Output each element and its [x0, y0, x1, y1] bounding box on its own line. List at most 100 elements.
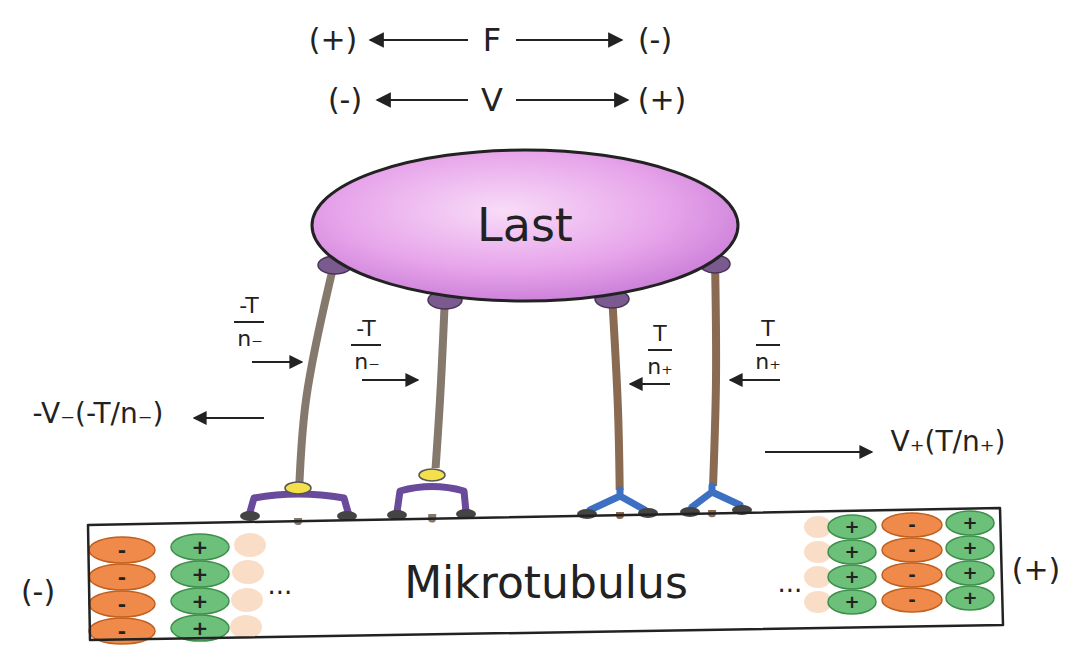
dynein-foot: [397, 487, 466, 513]
tubulin-fade: [230, 533, 266, 639]
node-text-group: Mikrotubulus: [404, 543, 688, 607]
dynein-foot: [250, 494, 348, 512]
force-numerator: T: [653, 323, 666, 345]
force-arrow: [730, 379, 780, 381]
dynein-ring: [419, 469, 445, 481]
direction-sign: (+): [638, 85, 687, 115]
continuation-dots: ...: [778, 570, 803, 596]
microtubule-outline: [88, 508, 1003, 640]
tubulin-plus: [171, 588, 229, 614]
tubulin-sign: +: [844, 568, 859, 586]
tubulin-minus: [89, 591, 155, 617]
tubulin-minus: [882, 538, 942, 562]
fraction-bar: [351, 344, 381, 346]
tubulin-minus: [89, 537, 155, 563]
tubulin-minus: [89, 537, 155, 644]
tubulin-sign: +: [962, 564, 977, 582]
force-arrow: [362, 379, 418, 381]
fraction-bar: [234, 322, 780, 350]
end-sign: (+): [1012, 555, 1061, 585]
fraction-bar: [234, 321, 264, 323]
tubulin-fade: [230, 615, 262, 639]
tubulin-fade: [234, 533, 266, 557]
force-arrow: [194, 362, 872, 452]
velocity-arrow: [765, 451, 872, 453]
microtubule-band: Mikrotubulus: [88, 508, 1004, 642]
velocity-formula: V₊(T/n₊): [891, 428, 1006, 456]
dynein-ring: [285, 482, 311, 494]
foot-cover: [392, 468, 472, 514]
tubulin-minus: [89, 564, 155, 590]
velocity-arrow: [194, 417, 264, 419]
tubulin-sign: -: [908, 541, 915, 559]
tubulin-sign: +: [962, 589, 977, 607]
motor-head: [240, 511, 260, 521]
kinesin-foot: [590, 486, 740, 510]
fraction-bar: [648, 349, 672, 351]
tubulin-sign: +: [192, 564, 209, 584]
tubulin-plus: [946, 536, 994, 560]
direction-arrow: [377, 99, 468, 101]
motor-head: [638, 508, 658, 518]
motor-stalk: [712, 260, 716, 514]
direction-sign: (+): [309, 25, 358, 55]
tubulin-sign: +: [844, 543, 859, 561]
tubulin-plus: [171, 561, 229, 587]
tubulin-fade: [231, 588, 263, 612]
force-denominator: n₋: [237, 328, 263, 350]
tubulin-sign: +: [962, 514, 977, 532]
tubulin-plus: [946, 586, 994, 610]
tubulin-sign: -: [118, 594, 126, 614]
tubulin-sign: -: [118, 567, 126, 587]
dynein-foot: [250, 487, 466, 513]
tubulin-sign: +: [844, 518, 859, 536]
tubulin-minus: [882, 513, 942, 537]
cargo-ellipse: Last: [310, 148, 740, 303]
force-arrow: [630, 383, 670, 385]
direction-arrow: [370, 39, 468, 41]
continuation-dots: ...: [268, 572, 293, 598]
force-denominator: n₊: [647, 356, 673, 378]
force-arrow: [252, 361, 302, 363]
kinesin-foot: [590, 490, 645, 510]
tubulin-sign: +: [962, 539, 977, 557]
tubulin-sign: -: [118, 540, 126, 560]
foot-cover: [585, 490, 650, 512]
tubulin-sign: -: [908, 591, 915, 609]
tubulin-fade: [232, 560, 264, 584]
kinesin-foot: [692, 486, 740, 507]
motor-stalk: [612, 294, 620, 515]
tubulin-sign: +: [192, 537, 209, 557]
tubulin-plus: [828, 515, 876, 539]
direction-arrow: [516, 39, 622, 41]
velocity-formula: -V₋(-T/n₋): [33, 400, 164, 428]
dynein-ring: [285, 469, 445, 494]
tubulin-plus: [828, 540, 876, 564]
tubulin-minus: [882, 513, 942, 612]
force-numerator: -T: [356, 318, 375, 340]
velocity-symbol: V: [481, 84, 503, 116]
node-label: Last: [477, 200, 573, 251]
tubulin-plus: [946, 561, 994, 585]
tubulin-plus: [171, 534, 229, 641]
tubulin-sign: -: [118, 621, 126, 641]
tubulin-sign: +: [192, 591, 209, 611]
tubulin-sign: +: [844, 593, 859, 611]
direction-arrow: [516, 99, 628, 101]
tubulin-sign: +: [192, 618, 209, 638]
force-symbol: F: [483, 24, 501, 56]
force-numerator: T: [761, 318, 774, 340]
tubulin-minus: [882, 563, 942, 587]
end-sign: (-): [21, 577, 55, 607]
tubulin-minus: [882, 588, 942, 612]
motor-head: [680, 507, 700, 517]
node-text-group: Last: [477, 200, 573, 251]
direction-sign: (-): [328, 85, 362, 115]
force-denominator: n₋: [354, 351, 380, 373]
motor-head: [577, 509, 597, 519]
direction-sign: (-): [638, 25, 672, 55]
node-label: Mikrotubulus: [404, 559, 688, 607]
tubulin-plus: [828, 590, 876, 614]
cargo-outline: [312, 150, 738, 301]
